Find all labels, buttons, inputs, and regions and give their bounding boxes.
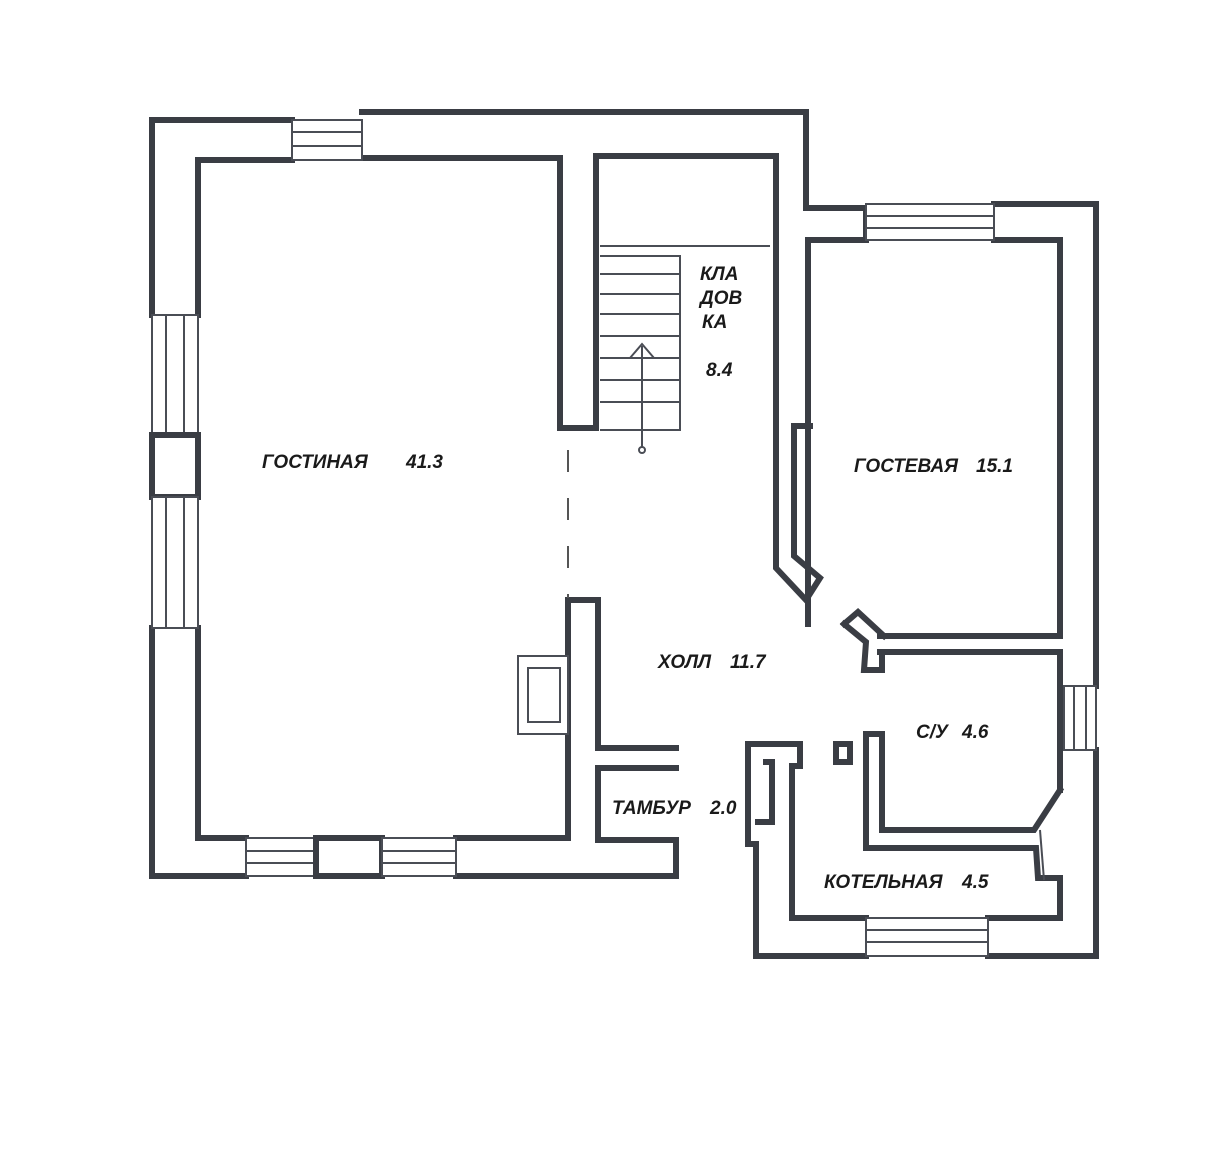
window-guest	[865, 203, 995, 241]
guest-room-name: ГОСТЕВАЯ	[854, 456, 959, 477]
window-bottom-1	[245, 837, 317, 877]
window-top	[291, 119, 363, 161]
outer-walls	[149, 109, 1099, 959]
living-room-area: 41.3	[405, 452, 443, 473]
window-bottom-2	[381, 837, 457, 877]
fireplace	[517, 655, 569, 735]
window-bathroom	[1063, 685, 1097, 751]
storage-name-line2: ДОВ	[698, 288, 743, 309]
window-left-2	[151, 496, 199, 629]
staircase	[600, 245, 770, 454]
window-boiler	[865, 917, 989, 957]
storage-name-line3: КА	[702, 312, 727, 333]
window-left-1	[151, 314, 199, 436]
guest-room-area: 15.1	[976, 456, 1013, 477]
vestibule-name: ТАМБУР	[612, 798, 691, 819]
windows	[149, 119, 1097, 957]
vestibule-area: 2.0	[709, 798, 737, 819]
living-room-name: ГОСТИНАЯ	[262, 452, 369, 473]
storage-area: 8.4	[706, 360, 733, 381]
guest-room-wall	[773, 423, 889, 673]
bathroom-walls	[833, 731, 1065, 881]
hall-area: 11.7	[730, 652, 767, 673]
boiler-room-area: 4.5	[961, 872, 989, 893]
boiler-room-name: КОТЕЛЬНАЯ	[824, 872, 944, 893]
room-labels: ГОСТИНАЯ 41.3 КЛА ДОВ КА 8.4 ГОСТЕВАЯ 15…	[262, 264, 1013, 893]
bathroom-name: С/У	[916, 722, 950, 743]
storage-name-line1: КЛА	[700, 264, 738, 285]
bathroom-area: 4.6	[961, 722, 989, 743]
hall-name: ХОЛЛ	[657, 652, 712, 673]
